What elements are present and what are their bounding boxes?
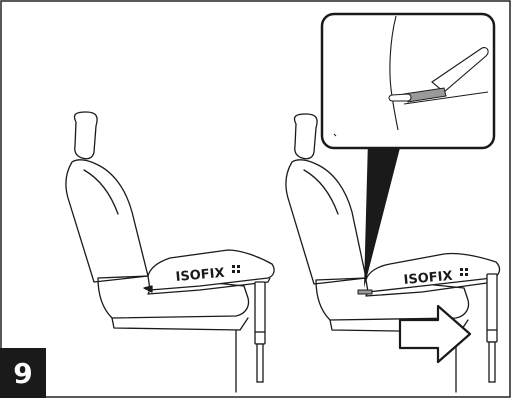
- support-leg-left: [254, 281, 266, 383]
- zoom-pointer: [364, 140, 402, 288]
- seat-cushion-right: [315, 277, 470, 321]
- backrest-seam-left: [83, 169, 119, 215]
- step-number-badge: 9: [0, 348, 46, 398]
- arrow-right-icon: [398, 304, 472, 364]
- seat-base-right: [329, 319, 469, 333]
- isofix-base-left: ISOFIX: [143, 249, 275, 295]
- seat-base-left: [111, 317, 249, 331]
- isofix-logo-left: ISOFIX: [175, 266, 225, 285]
- car-seat-right: [285, 113, 470, 393]
- car-seat-left: [65, 111, 250, 393]
- isofix-base-right: ISOFIX: [357, 252, 501, 297]
- backrest-right: [285, 159, 367, 285]
- support-leg-right: [486, 273, 498, 383]
- headrest-right: [293, 113, 318, 160]
- backrest-seam-right: [303, 169, 339, 215]
- zoom-inset: [320, 12, 496, 150]
- headrest-left: [73, 111, 98, 160]
- backrest-left: [65, 159, 149, 283]
- isofix-logo-right: ISOFIX: [403, 269, 453, 288]
- seat-cushion-left: [97, 275, 250, 319]
